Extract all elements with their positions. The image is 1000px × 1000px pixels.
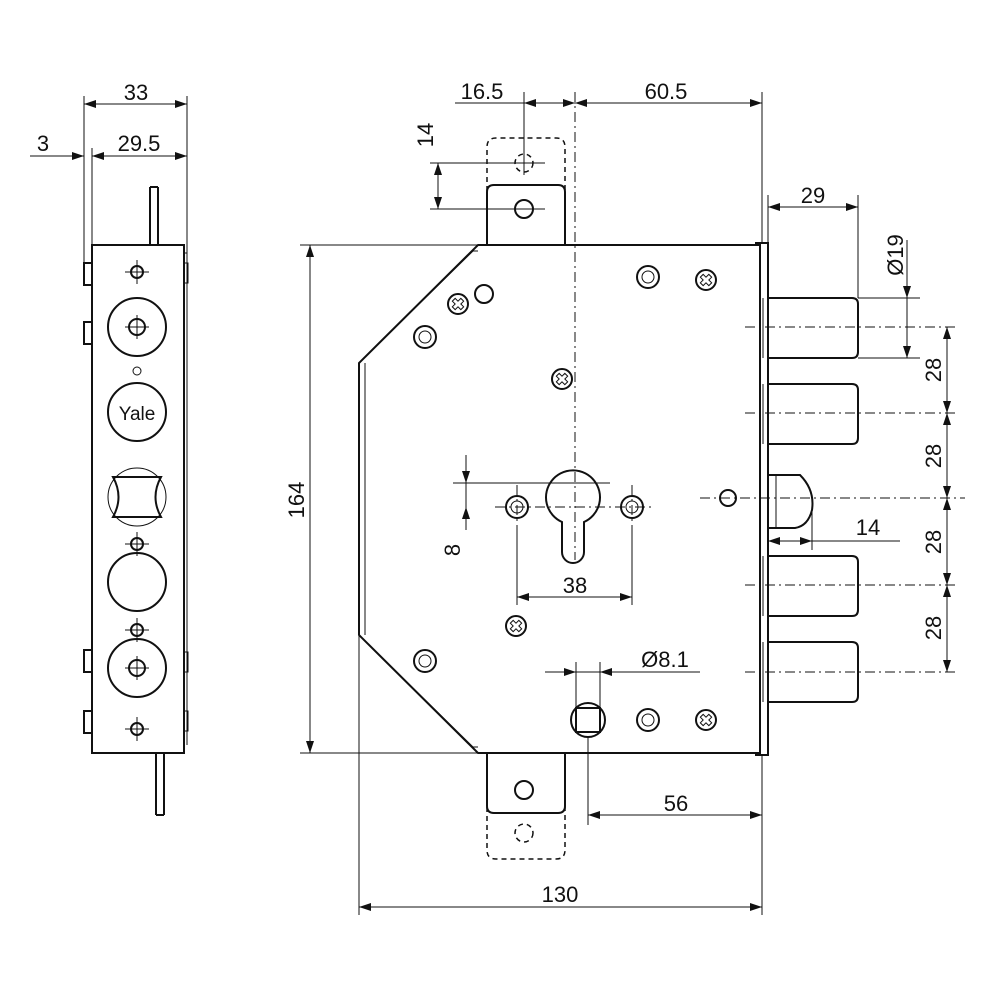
rivet-icon — [636, 265, 660, 289]
dim-bolt-pitch-2: 28 — [921, 444, 946, 468]
tab-top-alt-position — [486, 137, 566, 245]
lock-case — [358, 244, 761, 754]
dim-height: 164 — [284, 482, 309, 519]
deadbolt — [762, 297, 859, 359]
dim-width: 130 — [542, 882, 579, 907]
front-view: 16.5 60.5 14 164 29 Ø19 — [284, 79, 965, 915]
side-bolt-head — [107, 552, 167, 612]
screw-icon — [695, 709, 717, 731]
dim-bolt-diameter: Ø19 — [883, 234, 908, 276]
rivet-icon — [413, 325, 437, 349]
dim-bolt-pitch-3: 28 — [921, 530, 946, 554]
dim-screw-spacing: 38 — [563, 573, 587, 598]
dim-top-offset-left: 16.5 — [461, 79, 504, 104]
side-tab — [83, 321, 93, 345]
tab-top — [486, 184, 566, 245]
side-bolt-head-branded: Yale — [107, 382, 167, 442]
dim-top-offset-right: 60.5 — [645, 79, 688, 104]
rivet-icon — [636, 708, 660, 732]
side-small-hole — [125, 532, 149, 556]
dim-backset: 56 — [664, 791, 688, 816]
dim-hole-spacing: 14 — [413, 123, 438, 147]
dim-bolt-pitch-4: 28 — [921, 616, 946, 640]
screw-icon — [551, 368, 573, 390]
dim-side-plate-thickness: 3 — [37, 131, 49, 156]
side-small-hole — [125, 260, 149, 284]
dim-bolt-pitch-1: 28 — [921, 358, 946, 382]
spindle-square — [575, 707, 601, 733]
cylinder-cutout — [545, 469, 601, 564]
side-bolt-head — [107, 297, 167, 357]
side-bolt-head — [107, 638, 167, 698]
side-tab — [83, 262, 93, 286]
deadbolt — [762, 383, 859, 445]
dim-side-body-width: 29.5 — [118, 131, 161, 156]
latch-bolt — [767, 474, 814, 529]
rivet-icon — [413, 649, 437, 673]
side-small-hole — [125, 717, 149, 741]
side-tab — [83, 649, 93, 673]
screw-icon — [447, 293, 469, 315]
deadbolt — [762, 555, 859, 617]
tab-bottom — [486, 753, 566, 814]
side-tab — [83, 710, 93, 734]
dim-bolt-length: 29 — [801, 183, 825, 208]
dim-side-total-width: 33 — [124, 80, 148, 105]
screw-icon — [695, 269, 717, 291]
screw-icon — [505, 615, 527, 637]
side-latch — [107, 467, 167, 527]
dim-spindle-size: Ø8.1 — [641, 647, 689, 672]
yale-logo-text: Yale — [119, 404, 156, 425]
dim-latch-projection: 14 — [856, 515, 880, 540]
tab-bottom-alt-position — [486, 753, 566, 860]
side-view: Yale — [30, 80, 189, 816]
plain-hole — [474, 284, 494, 304]
dim-cylinder-offset: 8 — [440, 544, 465, 556]
